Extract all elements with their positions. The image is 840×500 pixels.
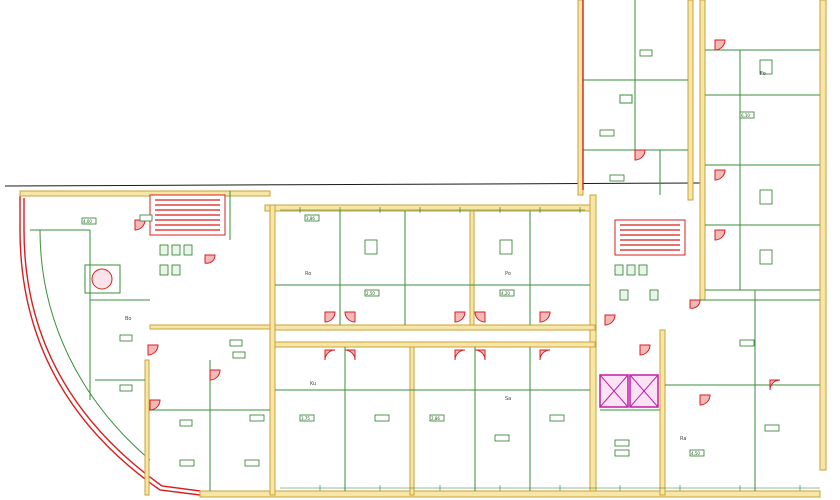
room-label: Po xyxy=(505,271,511,277)
room-label: Fo xyxy=(760,71,766,77)
main-wing xyxy=(19,190,821,498)
room-label: Bo xyxy=(125,316,132,322)
staircase-east xyxy=(614,219,686,256)
room-label: Ro xyxy=(305,271,311,277)
atrium xyxy=(84,264,121,294)
room-labels: Bo Ro Po Ku Sa Ra Fo xyxy=(125,71,766,442)
room-tag-text: 2,50 xyxy=(366,291,375,296)
room-tag-text: 6,10 xyxy=(741,113,750,118)
room-label: Ku xyxy=(310,381,316,387)
dimension-chain-top xyxy=(280,207,585,213)
room-tag-text: 2,86 xyxy=(431,416,440,421)
staircase-west xyxy=(149,194,226,236)
room-tags xyxy=(81,49,780,467)
room-tag-text: 3,86 xyxy=(306,216,315,221)
room-tag-text: 4,20 xyxy=(501,291,510,296)
restroom-fixtures xyxy=(159,244,659,301)
room-label: Sa xyxy=(505,396,511,402)
fire-doors xyxy=(134,39,781,411)
dimension-chain-bottom xyxy=(280,485,820,491)
room-tag-text: 4,00 xyxy=(83,219,92,224)
dimension-line xyxy=(4,182,701,187)
room-label: Ra xyxy=(680,436,686,442)
room-tag-text: 3,75 xyxy=(301,416,310,421)
room-tag-values: 4,00 3,86 2,50 4,20 3,75 2,86 4,50 6,10 xyxy=(83,113,750,456)
elevator-shaft xyxy=(599,374,659,408)
room-tag-text: 4,50 xyxy=(691,451,700,456)
